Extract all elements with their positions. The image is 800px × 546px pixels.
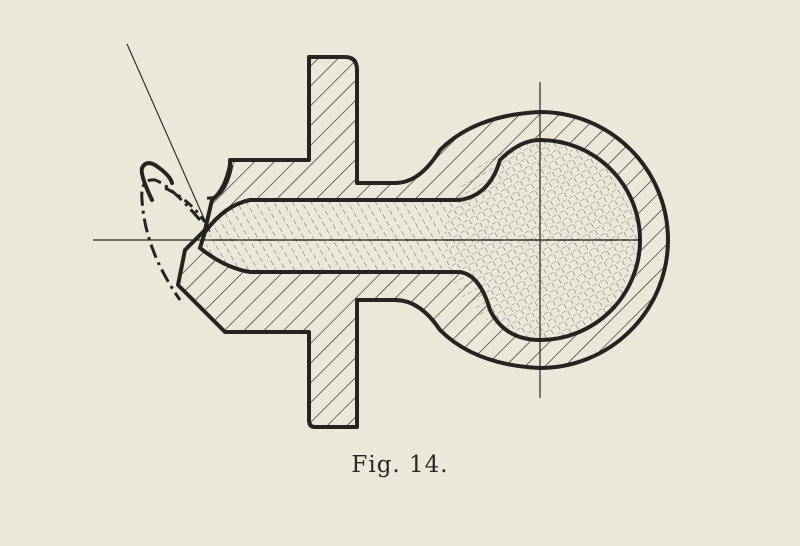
diagonal-reference-line: [126, 43, 211, 233]
figure-caption: Fig. 14.: [351, 452, 449, 478]
lip-outline-solid: [139, 161, 174, 202]
